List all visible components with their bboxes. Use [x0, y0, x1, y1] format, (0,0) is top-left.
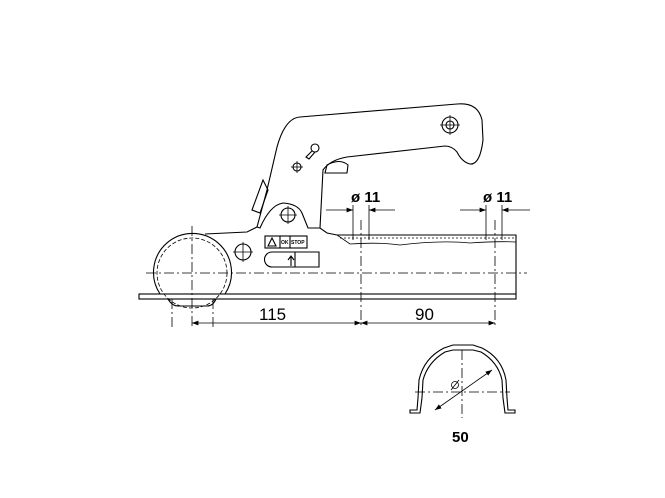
coupling-body: [204, 202, 338, 236]
main-bolt: [279, 206, 297, 224]
dim-hole-right: ø 11: [483, 189, 512, 206]
lever: [251, 178, 269, 214]
wear-indicator: [264, 251, 320, 268]
ball-socket: [153, 232, 232, 295]
arrow-up-icon: [287, 255, 295, 266]
body-hole: [233, 242, 253, 262]
keyhole-icon: [305, 143, 320, 160]
dim-ball-to-hole: 115: [259, 305, 286, 324]
label-stop: STOP: [291, 240, 305, 246]
handle-eye: [440, 115, 460, 135]
warning-label: OK STOP: [264, 235, 308, 249]
base-plate: [138, 293, 517, 300]
dim-hole-left: ø 11: [351, 189, 380, 206]
handle: [256, 103, 484, 229]
drawbar-tube: [337, 234, 517, 294]
warning-triangle-icon: [267, 236, 277, 247]
dim-section-diameter: 50: [452, 429, 469, 446]
section-view: [409, 344, 516, 418]
trigger: [324, 160, 349, 174]
dim-hole-spacing: 90: [415, 305, 434, 324]
label-ok: OK: [281, 240, 289, 246]
pivot-crosshair: [291, 161, 303, 173]
